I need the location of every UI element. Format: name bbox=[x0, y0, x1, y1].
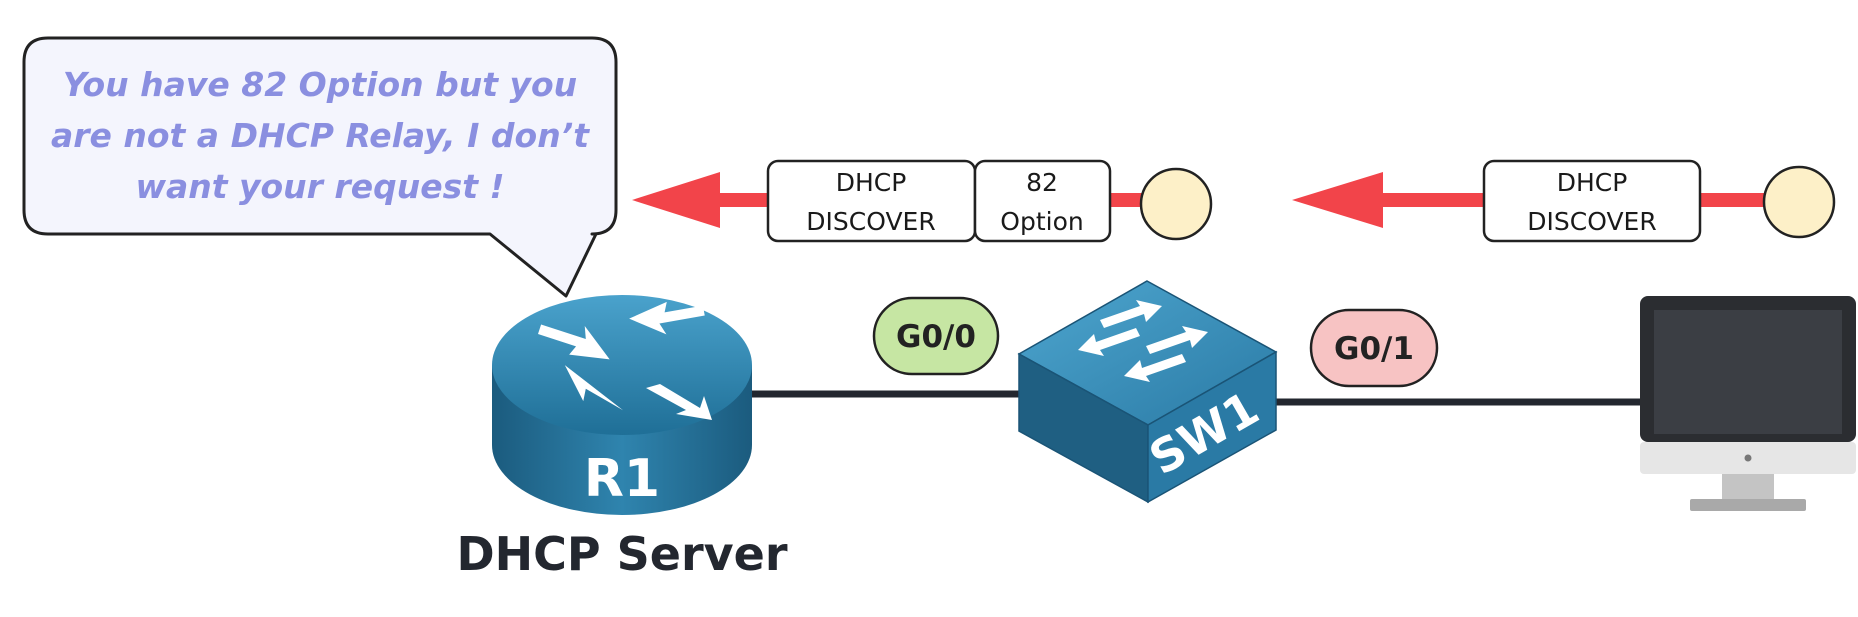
speech-bubble-line-1: You have 82 Option but you bbox=[63, 65, 577, 104]
interface-g0-1-badge bbox=[1309, 308, 1439, 388]
switch-right-face bbox=[1147, 350, 1277, 504]
router-role-label: DHCP Server bbox=[456, 527, 787, 581]
router-r1: R1 bbox=[492, 295, 752, 515]
speech-bubble-line-3: want your request ! bbox=[135, 167, 504, 206]
packet-dhcp-line1: DHCP bbox=[836, 168, 907, 197]
packet-option82-line1: 82 bbox=[1026, 168, 1058, 197]
origin-dot-switch bbox=[1139, 167, 1213, 241]
speech-bubble: You have 82 Option but you are not a DHC… bbox=[22, 36, 618, 298]
packet-option82-box bbox=[973, 159, 1112, 243]
origin-dot-host bbox=[1762, 165, 1836, 239]
speech-bubble-line-2: are not a DHCP Relay, I don’t bbox=[51, 116, 590, 155]
monitor-neck bbox=[1722, 474, 1774, 500]
switch-sw1: SW1 bbox=[1017, 280, 1278, 504]
flow-from-switch: DHCP DISCOVER 82 Option bbox=[632, 159, 1213, 243]
packet-dhcp-box-right bbox=[1482, 159, 1702, 243]
interface-g0-1-label: G0/1 bbox=[1334, 331, 1414, 367]
interface-g0-0: G0/0 bbox=[872, 296, 1000, 376]
packet-option82-line2: Option bbox=[1000, 207, 1083, 236]
router-label: R1 bbox=[584, 449, 660, 509]
arrow-head-right bbox=[1292, 172, 1383, 228]
packet-dhcp-discover-with-option: DHCP DISCOVER 82 Option bbox=[766, 159, 1112, 243]
arrow-head-left bbox=[632, 172, 720, 228]
flow-from-host: DHCP DISCOVER bbox=[1292, 159, 1836, 243]
switch-arrows-icon bbox=[1078, 300, 1208, 382]
interface-g0-1: G0/1 bbox=[1309, 308, 1439, 388]
router-arrows-icon bbox=[538, 301, 712, 420]
monitor-button bbox=[1744, 454, 1752, 462]
packet-dhcp-right-line2: DISCOVER bbox=[1527, 207, 1656, 236]
router-top bbox=[492, 295, 752, 435]
host-computer bbox=[1640, 296, 1856, 511]
speech-bubble-shape bbox=[22, 36, 618, 298]
monitor-stand bbox=[1690, 499, 1806, 511]
interface-g0-0-badge bbox=[872, 296, 1000, 376]
packet-dhcp-right-line1: DHCP bbox=[1557, 168, 1628, 197]
monitor-screen bbox=[1654, 310, 1842, 434]
interface-g0-0-label: G0/0 bbox=[896, 319, 976, 355]
packet-dhcp-discover: DHCP DISCOVER bbox=[1482, 159, 1702, 243]
packet-dhcp-line2: DISCOVER bbox=[806, 207, 935, 236]
